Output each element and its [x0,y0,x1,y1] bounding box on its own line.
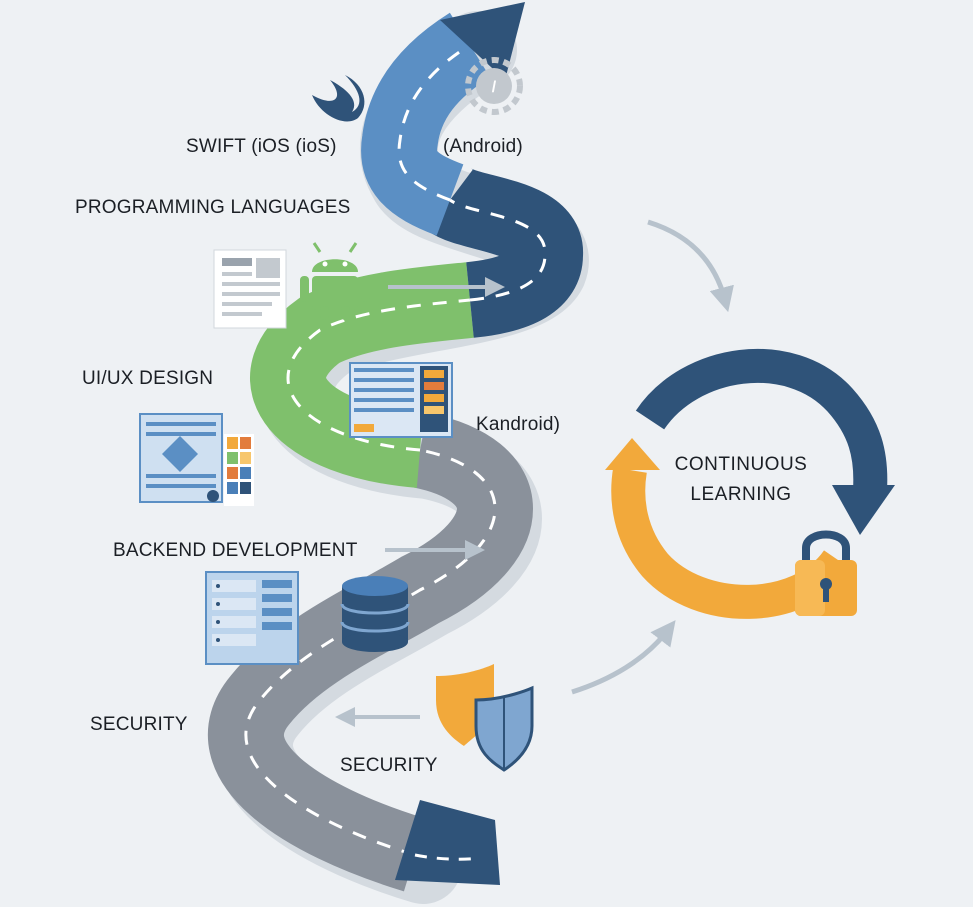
label-programming-languages: PROGRAMMING LANGUAGES [75,197,351,218]
gear-code-icon: / [465,57,523,115]
road-segment-dark-blue [427,166,583,338]
road-segment-green [250,262,474,488]
label-android-top: (Android) [443,136,523,157]
design-document-icon [139,413,223,503]
color-palette-icon [224,434,254,506]
label-security-bottom: SECURITY [340,755,438,776]
road-segment-gray [208,412,533,892]
label-uiux-design: UI/UX DESIGN [82,368,214,389]
shield-icon [436,664,534,772]
ui-mockup-icon [349,362,453,438]
arrow-curve-top-right [647,219,734,313]
label-security-left: SECURITY [90,714,188,735]
padlock-icon [795,530,857,616]
road-top-arrowhead [440,2,525,80]
label-learning: LEARNING [690,484,792,505]
server-icon [205,571,299,665]
road-segment-light-blue [361,12,491,236]
label-continuous: CONTINUOUS [674,454,808,475]
arrow-curve-bottom-right [571,620,676,695]
label-swift: SWIFT (iOS (ioS) [186,136,337,157]
document-icon [213,249,287,329]
android-icon [300,242,370,320]
label-backend-development: BACKEND DEVELOPMENT [113,540,358,561]
road-bottom-arrowhead [395,800,500,885]
database-icon [340,576,410,652]
label-kandroid: Kandroid) [476,414,561,435]
svg-text:/: / [492,79,497,96]
swift-icon [312,75,365,122]
